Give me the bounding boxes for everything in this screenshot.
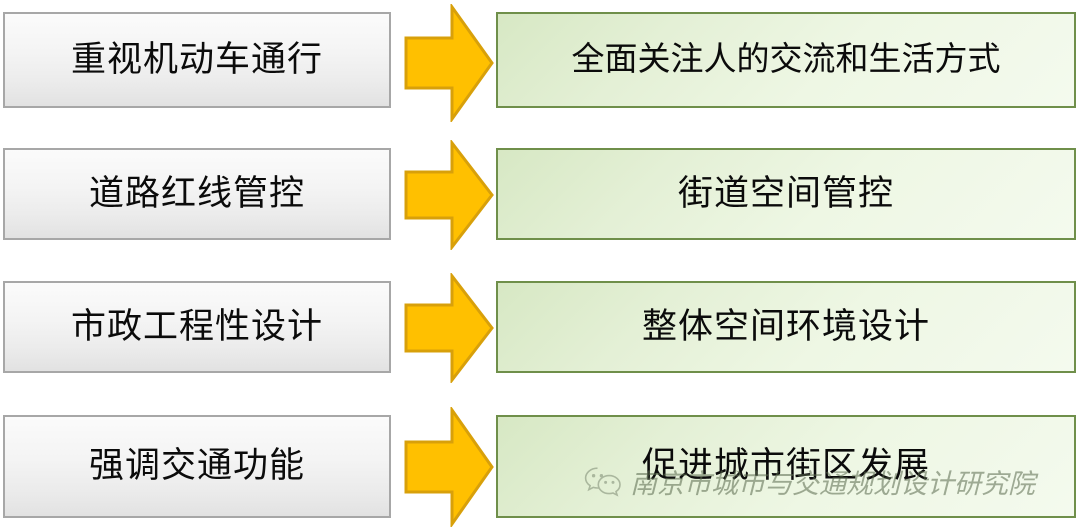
transition-row: 道路红线管控 街道空间管控 (0, 134, 1080, 264)
transition-arrow-icon (404, 273, 494, 383)
after-state-label: 整体空间环境设计 (641, 306, 930, 346)
transition-arrow-icon (404, 407, 494, 527)
after-state-box[interactable]: 全面关注人的交流和生活方式 (496, 12, 1076, 108)
after-state-box[interactable]: 街道空间管控 (496, 148, 1076, 240)
after-state-box[interactable]: 整体空间环境设计 (496, 281, 1076, 373)
transition-row: 强调交通功能 促进城市街区发展 (0, 402, 1080, 530)
before-state-box[interactable]: 强调交通功能 (3, 415, 391, 518)
before-state-label: 强调交通功能 (88, 446, 305, 486)
before-state-label: 重视机动车通行 (70, 39, 323, 79)
before-state-label: 市政工程性设计 (70, 306, 323, 346)
after-state-label: 街道空间管控 (677, 173, 894, 213)
before-state-box[interactable]: 市政工程性设计 (3, 281, 391, 373)
before-state-label: 道路红线管控 (88, 173, 305, 213)
after-state-box[interactable]: 促进城市街区发展 (496, 415, 1076, 518)
before-state-box[interactable]: 重视机动车通行 (3, 12, 391, 108)
after-state-label: 全面关注人的交流和生活方式 (571, 41, 1001, 78)
before-state-box[interactable]: 道路红线管控 (3, 148, 391, 240)
transition-row: 重视机动车通行 全面关注人的交流和生活方式 (0, 0, 1080, 130)
transition-row: 市政工程性设计 整体空间环境设计 (0, 267, 1080, 397)
transition-arrow-icon (404, 4, 494, 122)
after-state-label: 促进城市街区发展 (641, 446, 930, 486)
transition-arrow-icon (404, 140, 494, 250)
